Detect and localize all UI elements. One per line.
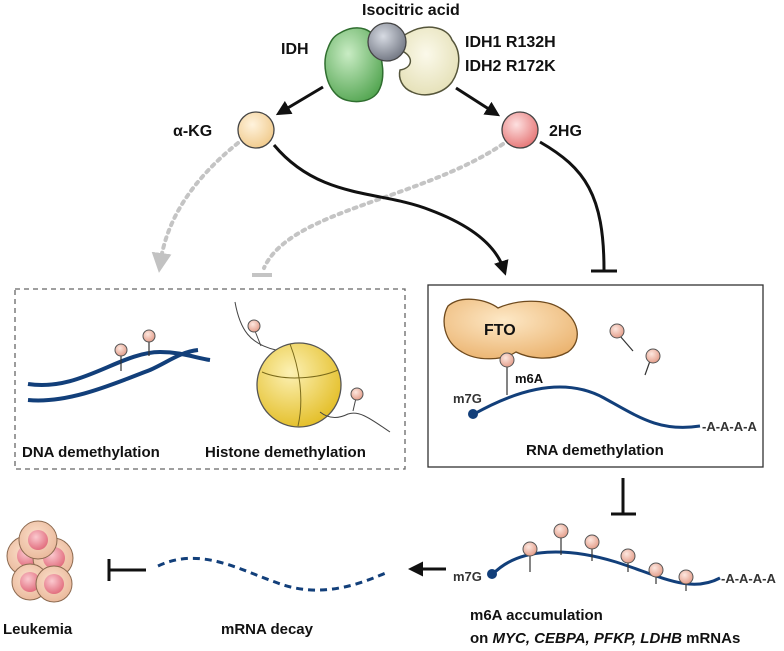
akg-sphere <box>237 111 275 149</box>
free-methyl-pin-2 <box>645 348 661 364</box>
fto-protein-shape <box>443 298 578 360</box>
decaying-mrna-strand <box>157 556 389 592</box>
mrna-decay-label: mRNA decay <box>221 621 314 638</box>
idh-label: IDH <box>281 41 309 58</box>
histone-tail-right <box>319 411 391 433</box>
akg-to-dna-histone-dotted-arrow <box>151 141 240 273</box>
fto-label: FTO <box>484 322 516 339</box>
m6a-pin-4 <box>620 548 636 564</box>
accumulated-polya-label: -A-A-A-A <box>721 571 776 586</box>
histone-ball-seam-1 <box>261 369 339 379</box>
arrow-mutant-to-2hg <box>455 86 501 117</box>
m6a-pin-2 <box>553 523 569 539</box>
idh1-mutant-label: IDH1 R132H <box>465 34 556 51</box>
mutant-idh-enzyme-shape <box>398 26 460 96</box>
arrow-idh-to-akg <box>275 85 324 116</box>
idh2-mutant-label: IDH2 R172K <box>465 58 556 75</box>
accumulated-m6a-pins <box>522 523 694 591</box>
histone-tail-left <box>234 301 277 351</box>
isocitrate-substrate-sphere <box>367 22 407 62</box>
leukemia-cell-4-nucleus <box>20 572 40 592</box>
rna-demethylation-label: RNA demethylation <box>526 442 664 459</box>
m6a-pin-5 <box>648 562 664 578</box>
rna-m6a-pin <box>499 352 515 368</box>
histone-methyl-pin-top <box>247 319 261 333</box>
accumulated-mrna-strand <box>491 550 721 586</box>
dna-histone-box <box>14 288 406 470</box>
histone-methyl-stem-top <box>254 330 262 347</box>
rna-polya-label: -A-A-A-A <box>702 419 757 434</box>
2hg-inhibit-histone-dotted-path <box>262 142 505 270</box>
m6a-pin-6 <box>678 569 694 585</box>
genes-suffix: mRNAs <box>682 630 740 647</box>
rna-strand <box>473 385 701 429</box>
genes-prefix: on <box>470 630 493 647</box>
free-methyl-stem-1 <box>619 335 634 352</box>
accumulated-m7g-label: m7G <box>453 569 482 584</box>
2hg-inhibit-rna-path <box>539 140 606 271</box>
isocitric-acid-label: Isocitric acid <box>362 2 460 19</box>
leukemia-label: Leukemia <box>3 621 73 638</box>
leukemia-cell-3-nucleus <box>28 530 48 550</box>
histone-ball-seam-2 <box>289 343 302 427</box>
dna-strand-2 <box>27 348 199 403</box>
leukemia-cell-5-nucleus <box>44 574 64 594</box>
rna-m7g-cap <box>468 409 478 419</box>
dna-demethylation-label: DNA demethylation <box>22 444 160 461</box>
m6a-pin-3 <box>584 534 600 550</box>
histone-core-ball <box>256 342 342 428</box>
m6a-pin-1 <box>522 541 538 557</box>
histone-demethylation-label: Histone demethylation <box>205 444 366 461</box>
genes-list: MYC, CEBPA, PFKP, LDHB <box>493 630 683 647</box>
free-methyl-pin-1 <box>609 323 625 339</box>
2hg-label: 2HG <box>549 123 582 140</box>
rna-m6a-label: m6A <box>515 371 544 386</box>
rna-m7g-label: m7G <box>453 391 482 406</box>
m6a-accumulation-genes-label: on MYC, CEBPA, PFKP, LDHB mRNAs <box>470 630 740 647</box>
m6a-accumulation-label: m6A accumulation <box>470 607 603 624</box>
2hg-sphere <box>501 111 539 149</box>
dna-strand-1 <box>27 349 211 388</box>
free-methyl-stem-2 <box>644 360 651 376</box>
dna-methyl-pin-1 <box>114 343 128 357</box>
akg-label: α-KG <box>173 123 212 140</box>
rna-demethylation-box <box>427 284 764 468</box>
leukemia-cell-cluster <box>6 520 74 603</box>
histone-methyl-pin-right <box>350 387 364 401</box>
accumulated-m7g-cap <box>487 569 497 579</box>
akg-to-rna-demethylation-arrow <box>272 144 509 276</box>
dna-methyl-pin-2 <box>142 329 156 343</box>
